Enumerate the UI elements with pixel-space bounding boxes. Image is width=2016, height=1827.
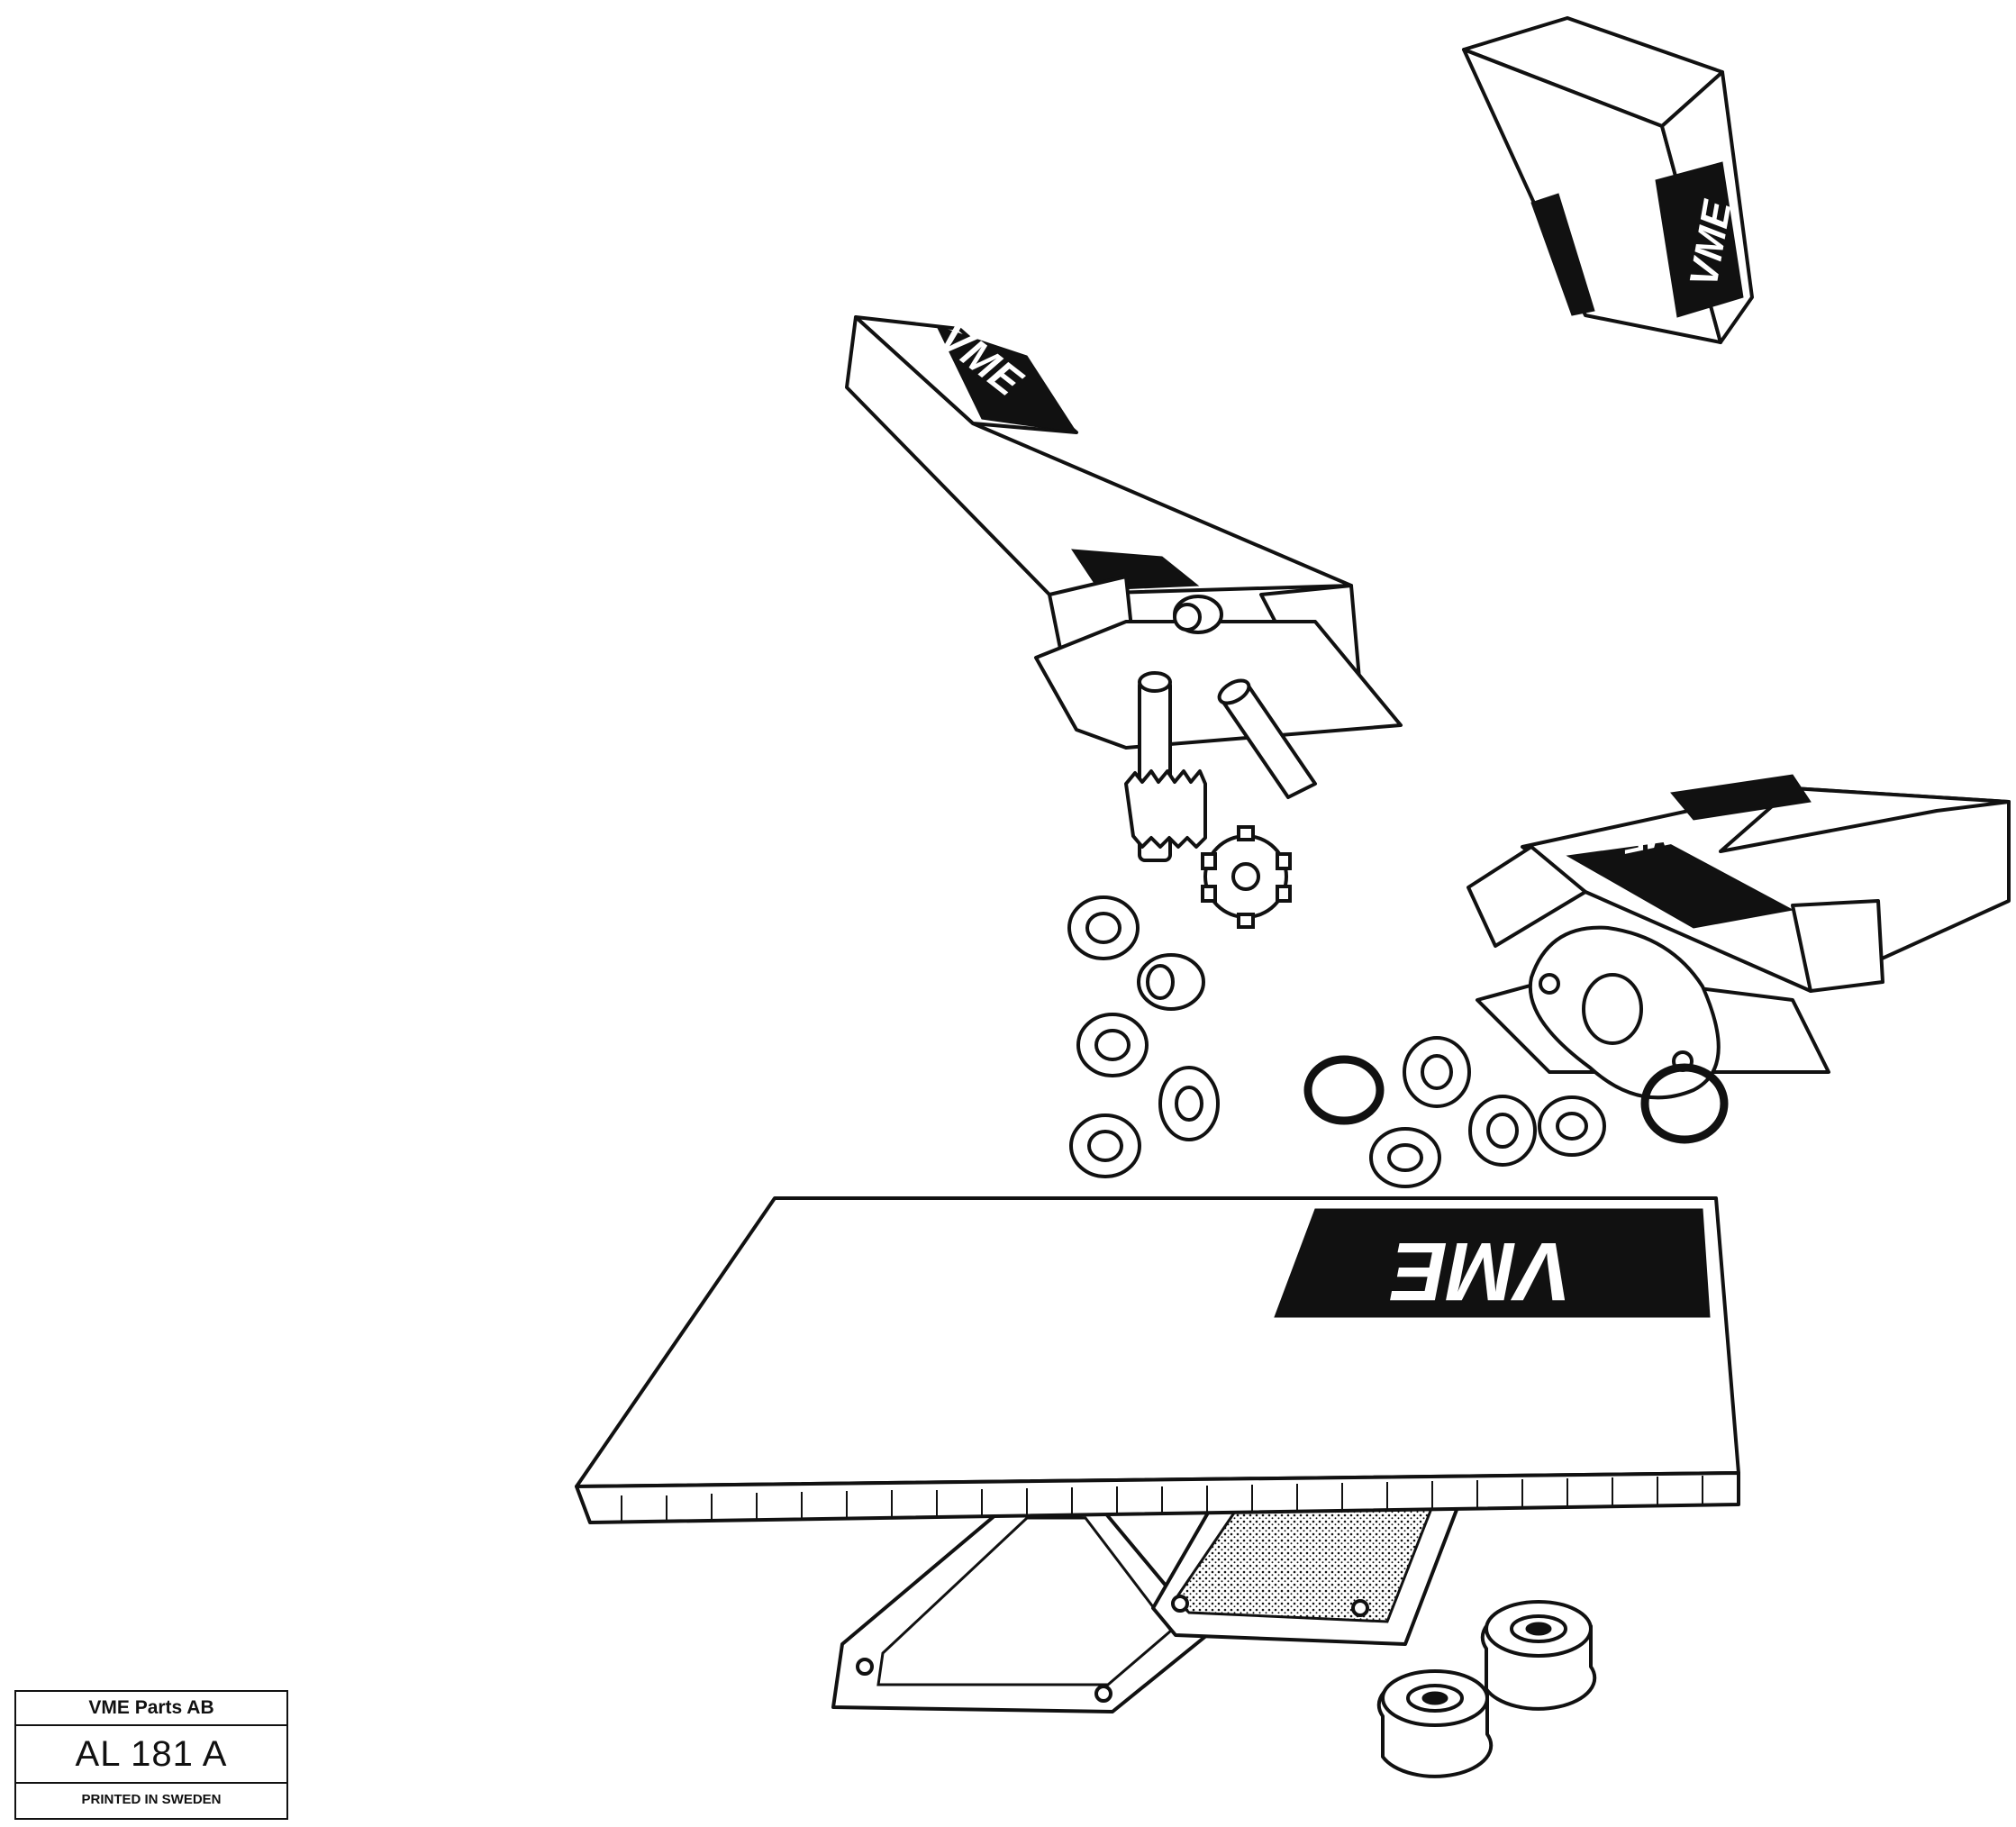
pin	[1217, 678, 1317, 799]
board-logo: VME	[1390, 1225, 1572, 1317]
large-gasket	[831, 1498, 1209, 1713]
bearing-lower	[1376, 1669, 1494, 1778]
parts-board: VME	[575, 1196, 1740, 1524]
small-gasket	[1151, 1489, 1466, 1646]
gear-shaft	[1124, 671, 1207, 862]
open-parts-box-left: VME	[845, 313, 1403, 750]
illustration-code: AL 181 A	[16, 1726, 286, 1784]
washers-right	[1303, 1036, 1729, 1188]
company-name: VME Parts AB	[16, 1692, 286, 1726]
washers-left	[1067, 895, 1220, 1178]
loose-gear	[1201, 825, 1292, 929]
flange-gasket	[1528, 925, 1721, 1100]
print-note: PRINTED IN SWEDEN	[81, 1792, 222, 1807]
title-block: VME Parts AB AL 181 A PRINTED IN SWEDEN	[14, 1690, 288, 1820]
closed-parts-box: VME	[1462, 16, 1754, 344]
bearing-upper	[1480, 1600, 1597, 1711]
